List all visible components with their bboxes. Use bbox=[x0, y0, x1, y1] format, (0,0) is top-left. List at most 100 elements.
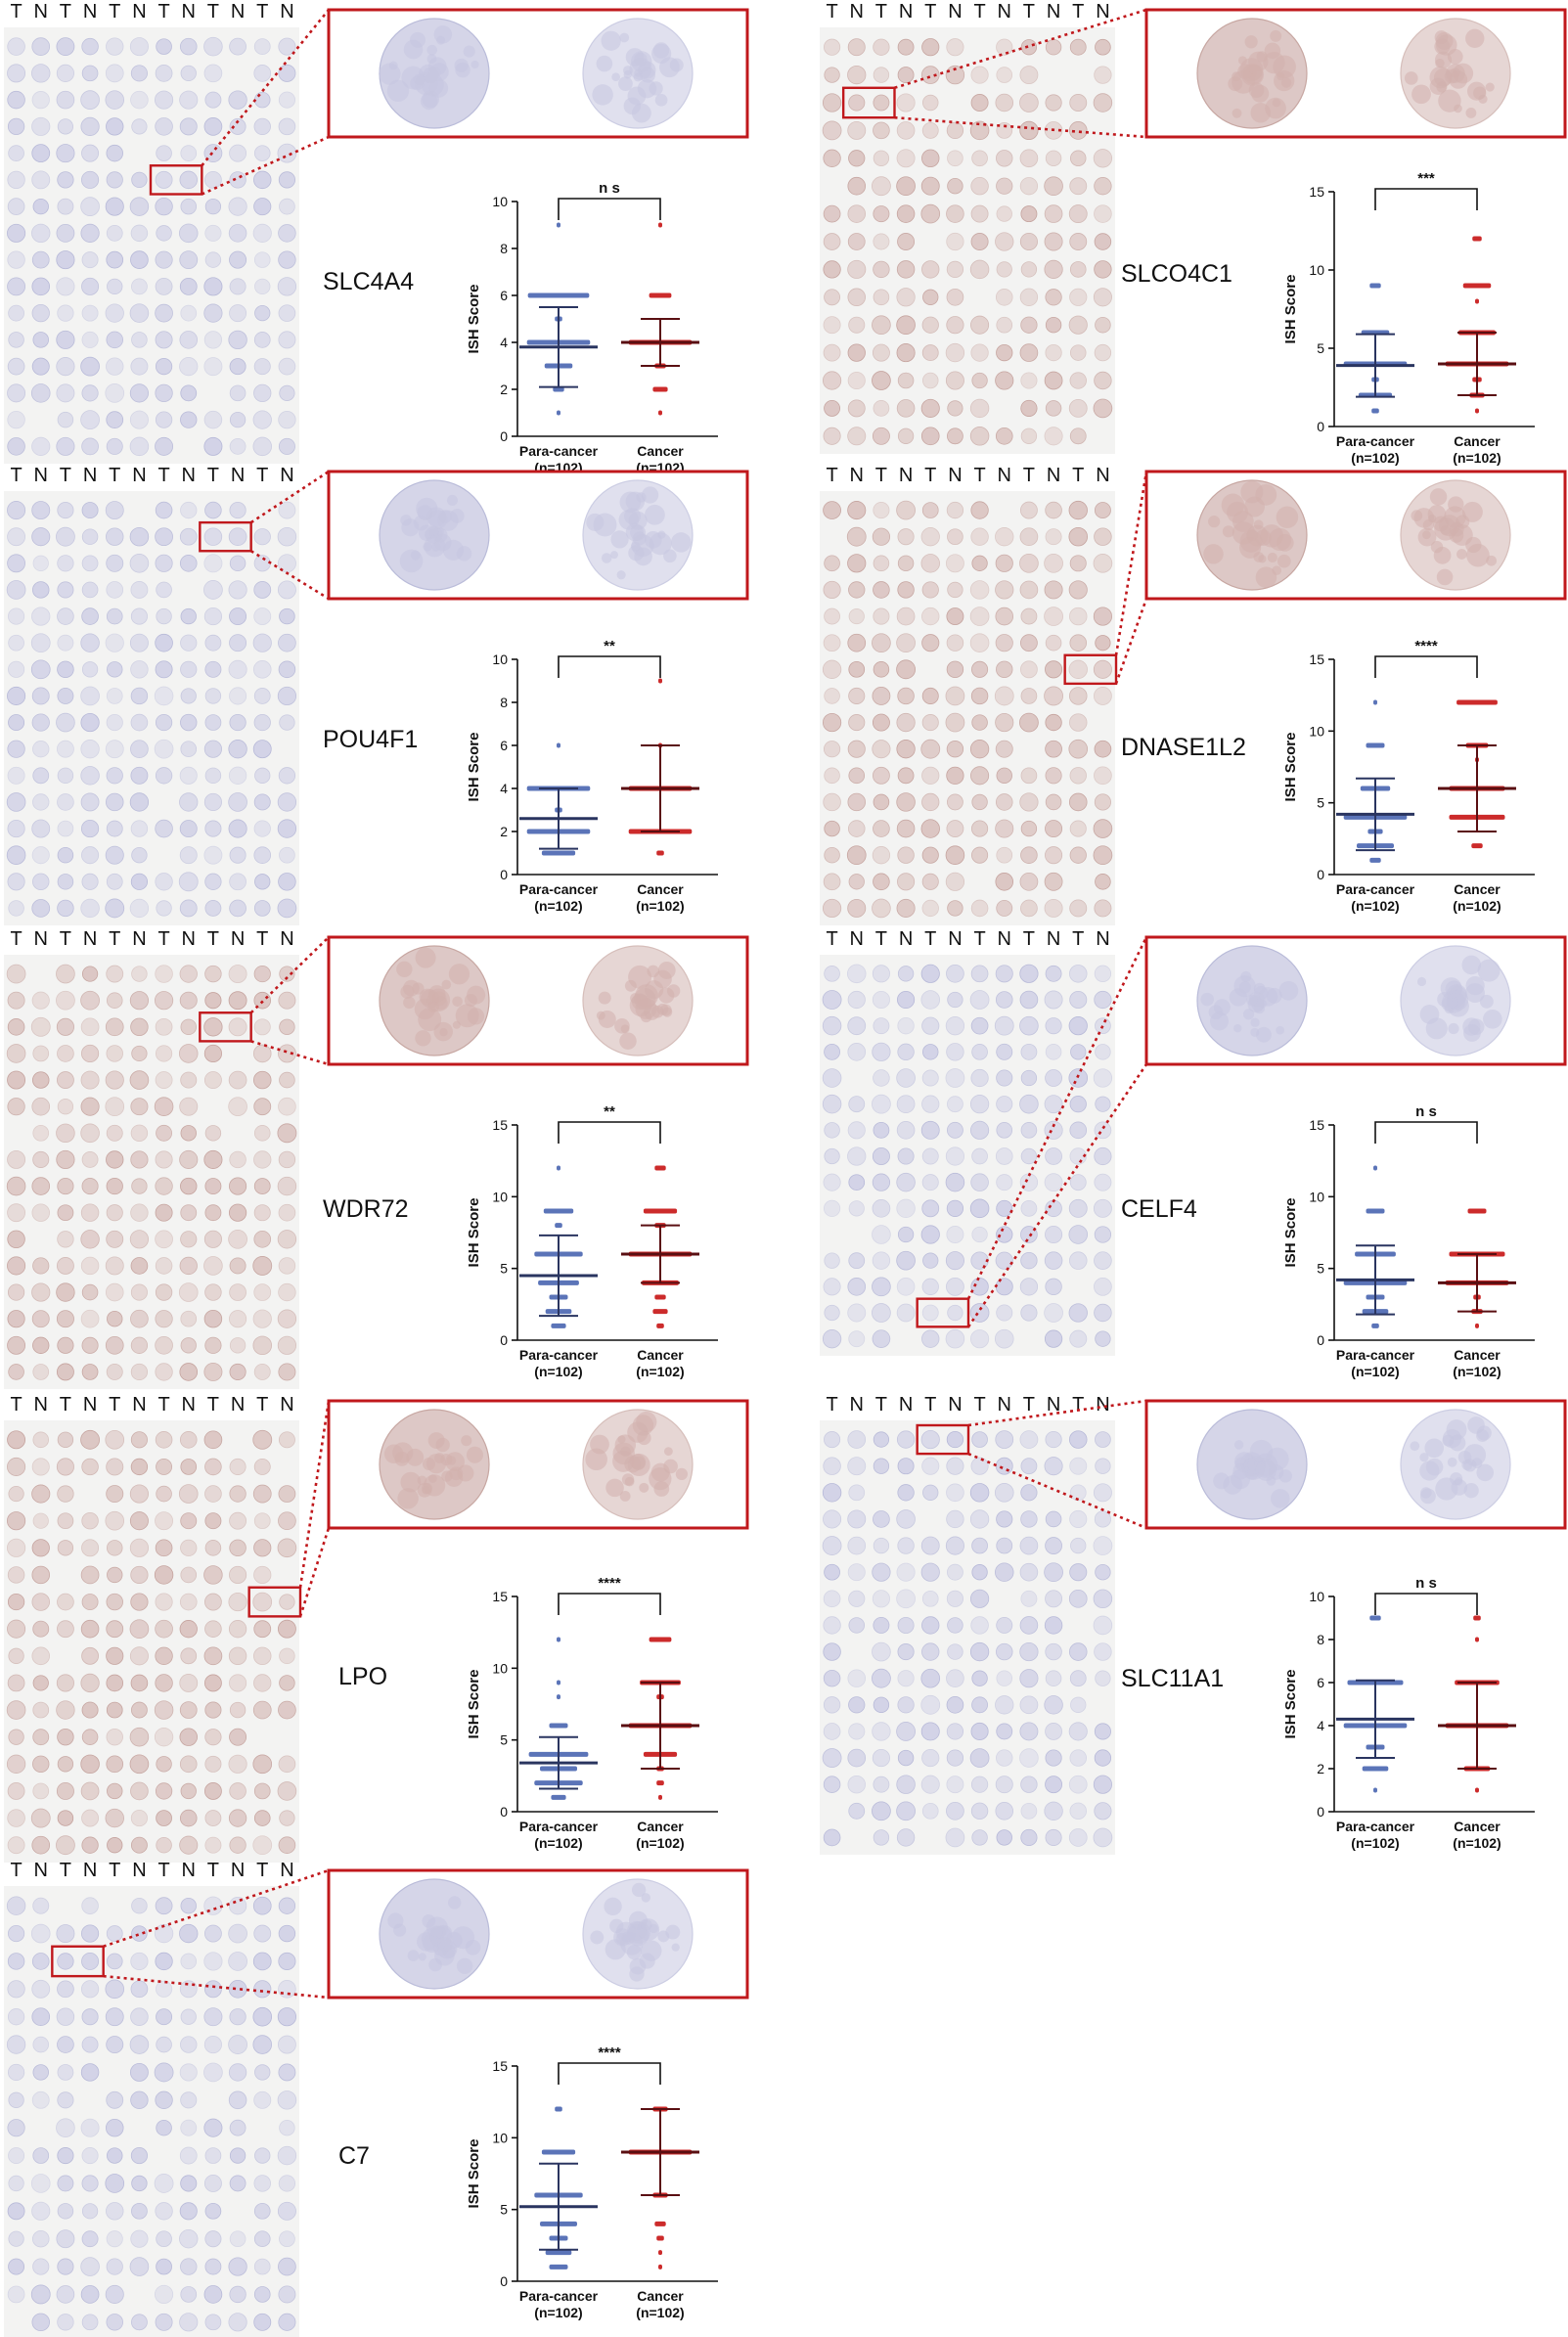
tma-core bbox=[130, 1836, 148, 1854]
tma-core bbox=[131, 1897, 148, 1914]
tma-core bbox=[897, 1017, 915, 1035]
tma-core bbox=[278, 2285, 296, 2304]
tma-core bbox=[154, 2174, 174, 2193]
tissue-texture bbox=[1208, 1005, 1224, 1020]
tma-core bbox=[847, 371, 866, 390]
tma-core bbox=[56, 712, 75, 733]
tma-core bbox=[130, 1017, 149, 1037]
tma-core bbox=[7, 873, 25, 891]
tma-core bbox=[179, 1431, 198, 1449]
tma-core bbox=[131, 2175, 148, 2192]
tma-core bbox=[278, 1363, 296, 1381]
tma-core bbox=[57, 846, 74, 864]
tma-core bbox=[996, 846, 1013, 864]
tma-core bbox=[1069, 965, 1088, 983]
tma-core bbox=[872, 343, 890, 362]
tn-header-label: T bbox=[10, 465, 22, 486]
tma-core bbox=[56, 990, 75, 1011]
tma-core bbox=[56, 383, 75, 403]
tma-core bbox=[131, 332, 148, 348]
tma-core bbox=[156, 1810, 172, 1826]
tma-core bbox=[8, 2175, 24, 2192]
tma-core bbox=[278, 304, 296, 322]
tma-core bbox=[897, 1749, 915, 1767]
data-point-cluster bbox=[1472, 236, 1482, 242]
tissue-texture bbox=[1243, 1458, 1258, 1472]
data-point-cluster bbox=[1369, 857, 1381, 863]
tma-core bbox=[921, 634, 940, 652]
tma-core bbox=[130, 1565, 149, 1585]
tma-core bbox=[204, 1729, 222, 1746]
tma-core bbox=[57, 1810, 74, 1826]
tma-core bbox=[896, 792, 916, 812]
tma-core bbox=[56, 2229, 75, 2249]
tma-core bbox=[6, 1044, 26, 1063]
tissue-texture bbox=[1246, 994, 1258, 1007]
tma-core bbox=[203, 1980, 222, 1999]
tma-core bbox=[946, 1695, 964, 1714]
tissue-texture bbox=[1446, 996, 1458, 1008]
tma-core bbox=[130, 766, 149, 785]
tma-core bbox=[995, 793, 1013, 811]
tma-core bbox=[32, 741, 50, 758]
tissue-texture bbox=[428, 1957, 442, 1972]
tma-core bbox=[872, 1668, 891, 1688]
y-tick-label: 15 bbox=[1309, 184, 1324, 200]
tma-core bbox=[7, 37, 25, 56]
tma-core bbox=[920, 203, 941, 224]
tma-core bbox=[1069, 1670, 1087, 1687]
tma-core bbox=[252, 436, 272, 457]
tma-core bbox=[1094, 1723, 1111, 1740]
y-tick-label: 4 bbox=[500, 335, 508, 350]
tma-core bbox=[1094, 990, 1112, 1010]
tissue-texture bbox=[629, 1966, 645, 1982]
tma-core bbox=[1070, 1537, 1087, 1554]
tma-core bbox=[105, 90, 124, 110]
tma-core bbox=[204, 91, 222, 109]
tma-core bbox=[130, 1257, 149, 1275]
significance-label: n s bbox=[1415, 1103, 1437, 1120]
tma-core bbox=[252, 1592, 273, 1612]
tma-core bbox=[1019, 1695, 1039, 1715]
tma-core bbox=[130, 1098, 149, 1116]
tn-header-label: N bbox=[280, 1394, 293, 1416]
tma-core bbox=[1045, 1147, 1062, 1165]
tma-core bbox=[229, 278, 246, 295]
tma-core bbox=[179, 2063, 198, 2082]
tissue-texture bbox=[1237, 64, 1253, 79]
tma-core bbox=[130, 1309, 149, 1328]
tma-core bbox=[969, 607, 990, 626]
tissue-texture bbox=[1251, 84, 1270, 103]
tma-core bbox=[155, 90, 174, 110]
tma-core bbox=[155, 2284, 174, 2304]
tissue-texture bbox=[451, 1926, 475, 1950]
tma-core bbox=[872, 990, 890, 1010]
tma-core bbox=[106, 1363, 123, 1380]
tma-core bbox=[946, 1590, 963, 1607]
tma-core bbox=[7, 1256, 26, 1276]
tma-core bbox=[31, 116, 51, 136]
tn-header-label: T bbox=[157, 928, 169, 950]
tma-core bbox=[278, 1980, 296, 1999]
tma-core bbox=[106, 554, 124, 572]
tma-core bbox=[847, 1457, 867, 1476]
tissue-texture bbox=[388, 61, 398, 70]
tma-core bbox=[31, 687, 50, 705]
tma-core bbox=[179, 117, 198, 136]
tma-core bbox=[155, 501, 173, 519]
tma-core bbox=[204, 1125, 222, 1142]
tma-core bbox=[57, 2314, 74, 2331]
tma-core bbox=[81, 1897, 99, 1914]
tissue-texture bbox=[464, 993, 477, 1008]
tma-core bbox=[824, 966, 840, 982]
tma-core bbox=[995, 1457, 1013, 1475]
data-point-cluster bbox=[652, 386, 668, 392]
tma-core bbox=[872, 315, 891, 336]
tma-core bbox=[31, 170, 51, 190]
tma-core bbox=[252, 1835, 273, 1856]
data-point-cluster bbox=[1456, 699, 1498, 705]
tma-core bbox=[1020, 1510, 1038, 1528]
tma-core bbox=[1045, 820, 1063, 838]
data-point-cluster bbox=[656, 1780, 664, 1786]
